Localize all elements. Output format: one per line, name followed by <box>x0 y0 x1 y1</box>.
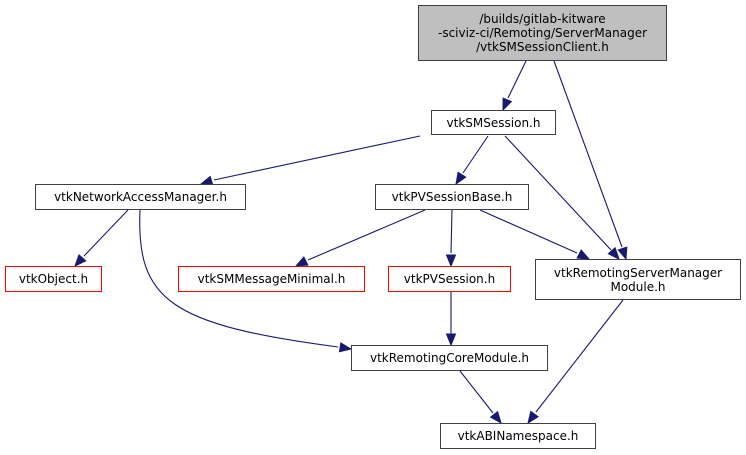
arrowhead-coremodule <box>445 333 457 347</box>
node-vtkremotingcoremodule[interactable]: vtkRemotingCoreModule.h <box>351 345 548 371</box>
arrowhead-pvsessionbase <box>455 171 467 186</box>
arrowhead-pvsession <box>445 254 457 268</box>
edge-rsmmodule-to-abins <box>535 299 624 413</box>
arrowhead-rsmmodule <box>617 246 628 261</box>
node-vtkabinamespace[interactable]: vtkABINamespace.h <box>440 423 596 449</box>
edge-pvsessionbase-to-pvsession <box>450 209 453 254</box>
node-vtkpvsessionbase[interactable]: vtkPVSessionBase.h <box>375 184 529 210</box>
arrowhead-rsmmodule <box>607 246 620 260</box>
node-vtkremotingservermanagermodule[interactable]: vtkRemotingServerManager Module.h <box>535 259 741 300</box>
arrowhead-smmessage <box>294 256 309 267</box>
edge-smsession-to-rsmmodule <box>504 135 612 251</box>
edge-root-to-smsession <box>507 60 527 99</box>
edge-pvsessionbase-to-smmessage <box>307 209 426 261</box>
edge-root-to-rsmmodule <box>553 60 623 248</box>
arrowhead-smsession <box>502 97 513 112</box>
arrowhead-object <box>74 253 87 267</box>
edge-netaccess-to-coremodule <box>139 209 339 348</box>
edge-coremodule-to-abins <box>459 370 494 414</box>
node-vtksmsessionclient[interactable]: /builds/gitlab-kitware -sciviz-ci/Remoti… <box>418 5 667 61</box>
edge-netaccess-to-object <box>83 209 129 257</box>
edge-smsession-to-netaccess <box>213 135 421 181</box>
node-vtkobject[interactable]: vtkObject.h <box>5 266 102 292</box>
edge-smsession-to-pvsessionbase <box>462 135 489 174</box>
node-vtkpvsession[interactable]: vtkPVSession.h <box>388 266 511 292</box>
arrowhead-abins <box>527 410 540 425</box>
node-vtksmsession[interactable]: vtkSMSession.h <box>431 110 556 135</box>
arrowhead-rsmmodule <box>576 249 591 260</box>
arrowhead-abins <box>489 410 502 425</box>
node-vtknetworkaccessmanager[interactable]: vtkNetworkAccessManager.h <box>35 184 246 210</box>
node-vtksmmessageminimal[interactable]: vtkSMMessageMinimal.h <box>178 266 365 292</box>
edge-pvsessionbase-to-rsmmodule <box>479 209 578 254</box>
arrowhead-coremodule <box>338 342 353 353</box>
